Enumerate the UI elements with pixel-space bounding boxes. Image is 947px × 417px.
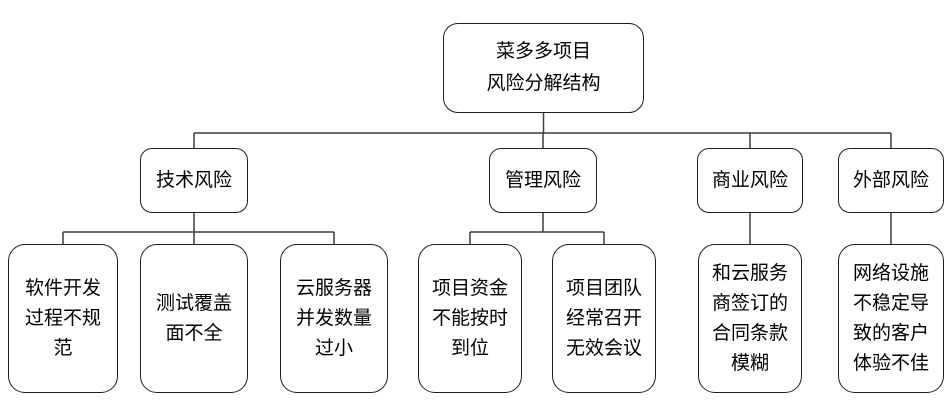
node-category-biz[interactable]: 商业风险 — [697, 148, 803, 213]
node-category-tech-label: 技术风险 — [155, 169, 232, 191]
node-leaf-vague-contract-label: 和云服务商签订的合同条款模糊 — [711, 262, 788, 374]
node-leaf-software-process-label: 软件开发过程不规范 — [24, 277, 101, 359]
node-leaf-vague-contract[interactable]: 和云服务商签订的合同条款模糊 — [698, 244, 802, 393]
node-leaf-funding-delay[interactable]: 项目资金不能按时到位 — [418, 244, 522, 393]
node-category-tech[interactable]: 技术风险 — [140, 148, 248, 213]
node-leaf-test-coverage[interactable]: 测试覆盖面不全 — [140, 244, 248, 393]
node-leaf-network-unstable[interactable]: 网络设施不稳定导致的客户体验不佳 — [838, 244, 944, 393]
node-category-mgmt-label: 管理风险 — [504, 169, 581, 191]
connector-root-to-categories — [193, 113, 892, 148]
node-leaf-useless-meetings[interactable]: 项目团队经常召开无效会议 — [552, 244, 656, 393]
node-category-mgmt[interactable]: 管理风险 — [489, 148, 597, 213]
connector-mgmt-to-leaves — [469, 213, 605, 244]
node-leaf-cloud-concurrency[interactable]: 云服务器并发数量过小 — [280, 244, 388, 393]
node-category-ext-label: 外部风险 — [852, 169, 929, 191]
node-root-title-line2: 风险分解结构 — [486, 73, 601, 94]
node-root[interactable]: 菜多多项目 风险分解结构 — [443, 23, 644, 113]
node-leaf-software-process[interactable]: 软件开发过程不规范 — [8, 244, 118, 393]
node-root-title-line1: 菜多多项目 — [495, 41, 591, 62]
node-category-biz-label: 商业风险 — [711, 169, 788, 191]
node-leaf-useless-meetings-label: 项目团队经常召开无效会议 — [565, 277, 642, 359]
node-leaf-network-unstable-label: 网络设施不稳定导致的客户体验不佳 — [852, 262, 929, 374]
node-leaf-cloud-concurrency-label: 云服务器并发数量过小 — [295, 277, 372, 359]
node-category-ext[interactable]: 外部风险 — [838, 148, 944, 213]
node-leaf-funding-delay-label: 项目资金不能按时到位 — [431, 277, 508, 359]
node-leaf-test-coverage-label: 测试覆盖面不全 — [155, 292, 232, 344]
connector-tech-to-leaves — [62, 213, 335, 244]
